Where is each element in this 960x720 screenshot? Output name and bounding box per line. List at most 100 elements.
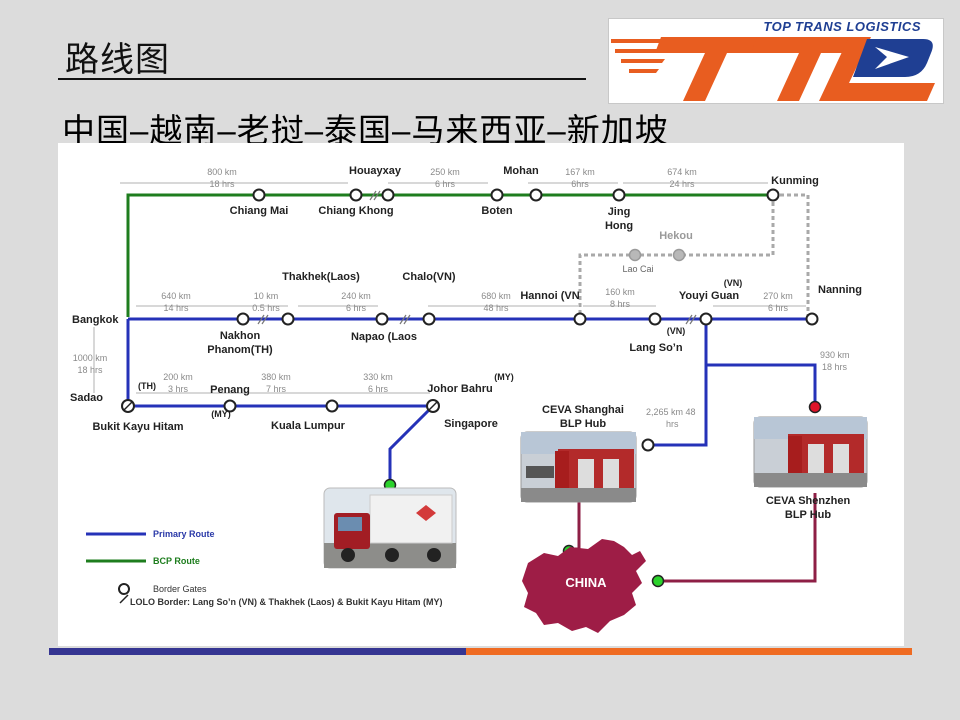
node-hanoi: [573, 312, 587, 326]
label-boten: Boten: [481, 205, 512, 217]
legend-gate-icon: [118, 583, 130, 595]
label-johor-bahru: Johor Bahru: [427, 383, 492, 395]
distance-label: 6 hrs: [435, 179, 456, 189]
label-kunming: Kunming: [771, 175, 819, 187]
route-youyi-shanghai: [648, 319, 708, 447]
label-thakhek: Thakhek(Laos): [282, 271, 360, 283]
legend-gate-slash: [119, 594, 129, 604]
node-houayxay: [349, 188, 363, 202]
node-nanning: [805, 312, 819, 326]
route-shanghai-china: [569, 501, 581, 551]
logo-tagline: TOP TRANS LOGISTICS: [763, 19, 921, 34]
node-thakhek: [281, 312, 295, 326]
distance-label: 640 km: [161, 291, 191, 301]
distance-arrows: [93, 182, 806, 394]
distance-label: 6 hrs: [346, 303, 367, 313]
distance-label: 167 km: [565, 167, 595, 177]
distance-label: 200 km: [163, 372, 193, 382]
label-chalo: Chalo(VN): [402, 271, 456, 283]
distance-label: 3 hrs: [168, 384, 189, 394]
route-singapore-truck: [388, 404, 435, 485]
node-lang-son: [648, 312, 662, 326]
gate-slash: [428, 401, 438, 411]
node-hekou: [672, 248, 686, 262]
node-nakhon-phanom: [236, 312, 250, 326]
distance-label: 160 km: [605, 287, 635, 297]
distance-label: 270 km: [763, 291, 793, 301]
legend-border-gates-label: Border Gates: [153, 584, 207, 594]
label-kuala-lumpur: Kuala Lumpur: [271, 420, 346, 432]
node-jing-hong: [612, 188, 626, 202]
label-ceva-shenzhen: BLP Hub: [785, 509, 832, 521]
distance-label: 14 hrs: [163, 303, 189, 313]
label-mohan: Mohan: [503, 165, 539, 177]
node-kuala-lumpur: [325, 399, 339, 413]
distance-label: 7 hrs: [266, 384, 287, 394]
node-chalo: [422, 312, 436, 326]
label-ceva-shanghai: CEVA Shanghai: [542, 404, 624, 416]
label-ceva-shanghai: BLP Hub: [560, 418, 607, 430]
distance-label: 6hrs: [571, 179, 589, 189]
distance-label: 24 hrs: [669, 179, 695, 189]
label-bukit-kayu-hitam: Bukit Kayu Hitam: [92, 421, 183, 433]
distance-label: 8 hrs: [610, 299, 631, 309]
label-nakhon-phanom: Phanom(TH): [207, 344, 273, 356]
label-napao: Napao (Laos: [351, 331, 417, 343]
label-chiang-khong: Chiang Khong: [318, 205, 393, 217]
border-gate-marks: [257, 190, 697, 325]
china-map-shape: [522, 539, 646, 633]
label-my-tag: (MY): [211, 409, 231, 419]
node-chiang-mai: [252, 188, 266, 202]
label-youyi-guan: Youyi Guan: [679, 290, 740, 302]
distance-label: 240 km: [341, 291, 371, 301]
label-nakhon-phanom: Nakhon: [220, 330, 261, 342]
distance-label: 0.5 hrs: [252, 303, 280, 313]
label-bangkok: Bangkok: [72, 314, 119, 326]
distance-label: 1000 km: [73, 353, 108, 363]
route-map-panel: 800 km 18 hrs 250 km 6 hrs 167 km 6hrs 6…: [58, 143, 904, 646]
distance-label: 6 hrs: [368, 384, 389, 394]
distance-label: 2,265 km 48: [646, 407, 696, 417]
label-th-tag: (TH): [138, 381, 156, 391]
label-singapore: Singapore: [444, 418, 498, 430]
label-lang-son: Lang So’n: [629, 342, 682, 354]
node-lao-cai: [628, 248, 642, 262]
label-jing-hong: Jing: [608, 206, 631, 218]
label-youyi-vn: (VN): [724, 278, 743, 288]
distance-label: 800 km: [207, 167, 237, 177]
node-penang: [223, 399, 237, 413]
legend-lolo-label: LOLO Border: Lang So’n (VN) & Thakhek (L…: [130, 597, 443, 607]
node-kunming: [766, 188, 780, 202]
ceva-shanghai-photo: [520, 431, 637, 503]
distance-label: 18 hrs: [822, 362, 848, 372]
legend-bcp-label: BCP Route: [153, 556, 200, 566]
ttl-logo-mark: [611, 37, 935, 101]
title-divider: [58, 78, 586, 80]
legend-primary-label: Primary Route: [153, 529, 215, 539]
distance-label: 380 km: [261, 372, 291, 382]
label-jing-hong: Hong: [605, 220, 633, 232]
distance-label: 680 km: [481, 291, 511, 301]
route-subtitle: 中国–越南–老挝–泰国–马来西亚–新加坡: [62, 112, 669, 149]
page-title: 路线图: [65, 41, 170, 79]
route-map: 800 km 18 hrs 250 km 6 hrs 167 km 6hrs 6…: [70, 165, 868, 633]
distance-label: 18 hrs: [209, 179, 235, 189]
label-lao-cai: Lao Cai: [622, 264, 653, 274]
label-sadao: Sadao: [70, 392, 103, 404]
footer-bar-blue: [49, 648, 466, 655]
route-youyi-shenzhen: [706, 363, 817, 405]
ceva-shenzhen-photo: [753, 416, 868, 488]
distance-label: 930 km: [820, 350, 850, 360]
node-shenzhen-start: [808, 400, 822, 414]
node-chiang-khong: [381, 188, 395, 202]
ttl-logo: TOP TRANS LOGISTICS: [608, 18, 944, 104]
distance-label: 48 hrs: [483, 303, 509, 313]
gate-slash: [123, 401, 133, 411]
label-hanoi: Hannoi (VN: [520, 290, 579, 302]
node-boten: [490, 188, 504, 202]
label-lang-son-vn: (VN): [667, 326, 686, 336]
truck-photo: [323, 487, 457, 569]
label-penang: Penang: [210, 384, 250, 396]
distance-label: 18 hrs: [77, 365, 103, 375]
distance-label: 250 km: [430, 167, 460, 177]
